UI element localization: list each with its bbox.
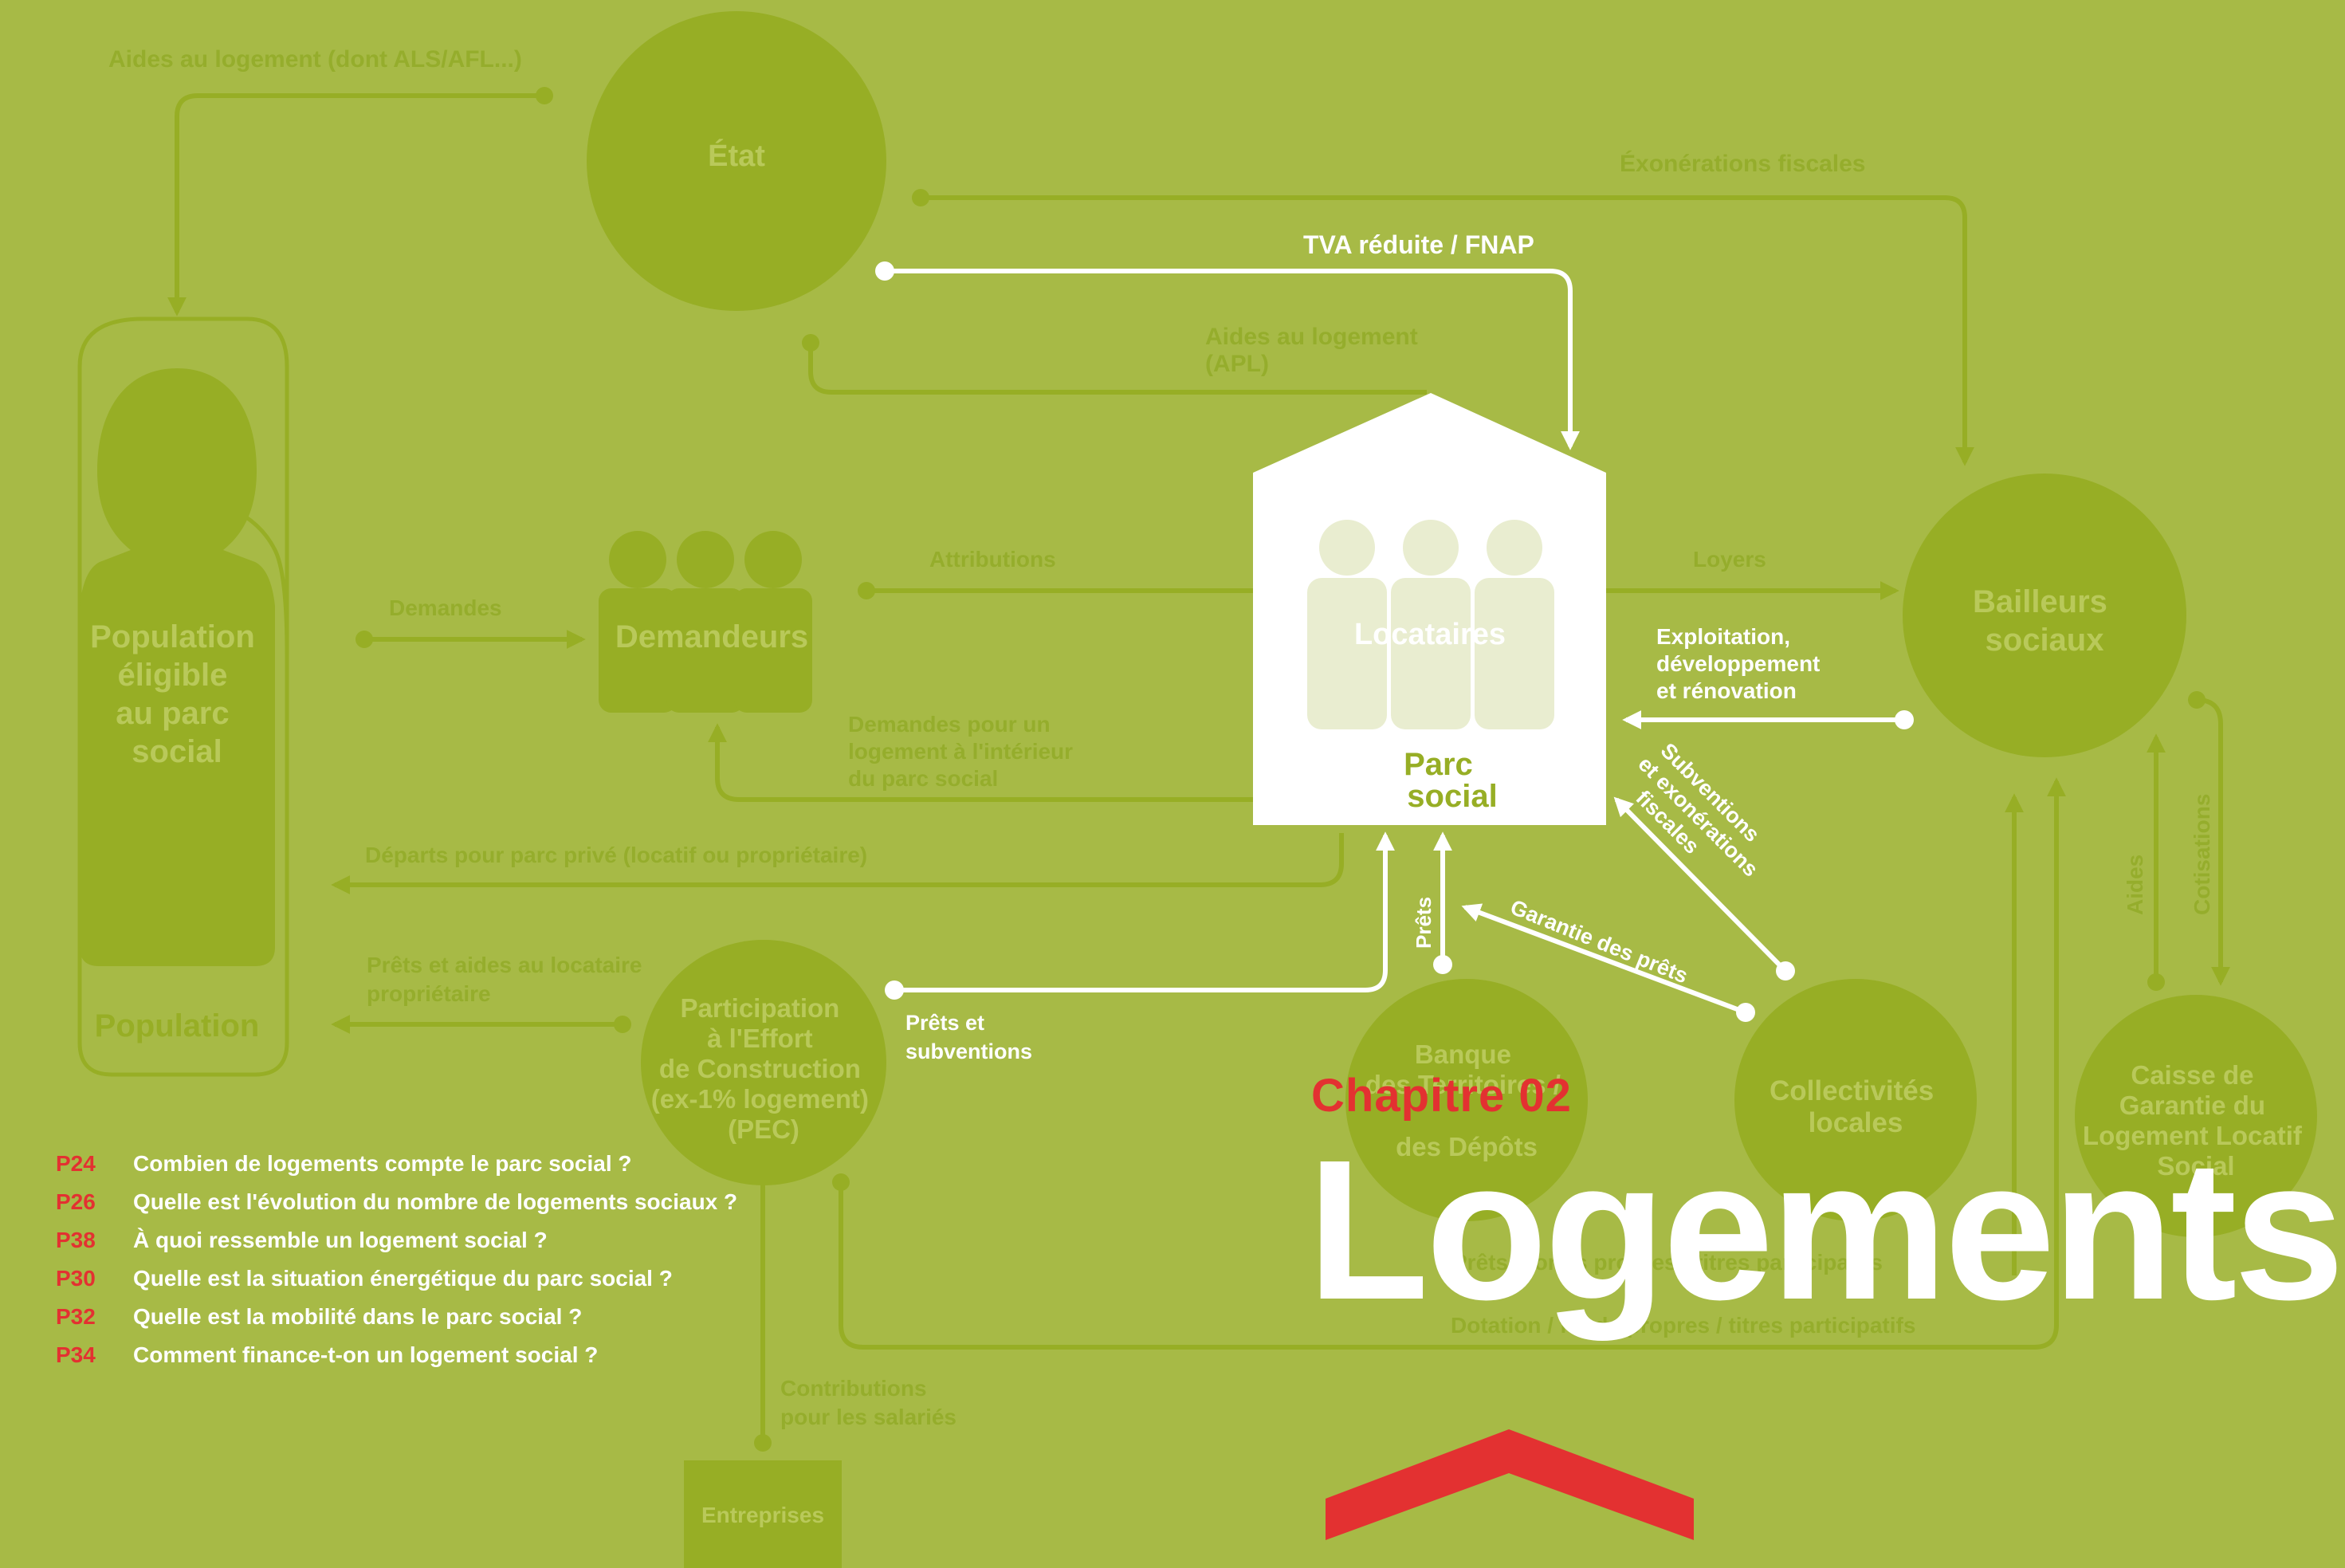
svg-text:Dotation / fonds propres / tit: Dotation / fonds propres / titres partic… <box>1451 1313 1915 1338</box>
node-demandeurs: Demandeurs <box>599 531 812 713</box>
toc-item[interactable]: P26 Quelle est l'évolution du nombre de l… <box>56 1189 737 1228</box>
node-caisse: Caisse de Garantie du Logement Locatif S… <box>2075 995 2317 1237</box>
toc-page: P32 <box>56 1304 96 1329</box>
svg-text:Aides au logement (dont ALS/AF: Aides au logement (dont ALS/AFL...) <box>108 46 522 73</box>
white-connectors <box>875 261 1914 1022</box>
svg-text:Prêts et aides au locataire: Prêts et aides au locataire propriétaire <box>367 953 648 1006</box>
svg-text:Demandeurs: Demandeurs <box>615 619 808 654</box>
population-outline <box>77 316 289 1077</box>
flow-prets-subventions-line <box>894 831 1395 992</box>
flow-tva-line <box>885 269 1580 450</box>
roof-chevron-logo <box>1326 1429 1694 1540</box>
locataires-label: Locataires <box>1354 618 1506 651</box>
locataires-figures <box>1307 520 1554 729</box>
svg-text:Départs pour parc privé (locat: Départs pour parc privé (locatif ou prop… <box>365 843 867 867</box>
svg-text:Aides au logement (APL): Aides au logement (APL) <box>1205 324 1424 377</box>
population-label: Population <box>95 1008 260 1043</box>
flow-bottom-outer-line <box>839 777 2066 1350</box>
node-entreprises: Entreprises <box>684 1460 842 1568</box>
toc-item[interactable]: P32 Quelle est la mobilité dans le parc s… <box>56 1304 737 1342</box>
toc-item[interactable]: P30 Quelle est la situation énergétique d… <box>56 1266 737 1304</box>
node-parc-social: Locataires Parc social <box>1253 393 1606 825</box>
node-collectivites: Collectivités locales <box>1734 979 1977 1221</box>
faint-connectors <box>167 87 2230 1452</box>
svg-text:Population éligible: Population éligible au parc social <box>90 619 264 769</box>
svg-text:Subventions et exonérati: Subventions et exonérations fiscales <box>1616 734 1785 904</box>
svg-text:Prêts / fonds propres / titres: Prêts / fonds propres / titres participa… <box>1452 1250 1883 1275</box>
node-banque: Banque des Territoires / des Dépôts <box>1345 979 1588 1221</box>
svg-text:TVA réduite / FNAP: TVA réduite / FNAP <box>1303 230 1534 259</box>
svg-text:Bailleurs sociaux: Bailleurs sociaux <box>1973 584 2116 658</box>
chapter-title: Logements <box>1307 1118 2344 1341</box>
toc-page: P38 <box>56 1228 96 1252</box>
svg-text:Banque des Territoires /: Banque des Territoires / des Dépôts <box>1365 1039 1568 1161</box>
svg-text:Cotisations: Cotisations <box>2190 794 2214 915</box>
svg-text:Attributions: Attributions <box>929 547 1056 572</box>
toc-question: Quelle est la mobilité dans le parc soci… <box>133 1304 583 1329</box>
flow-subventions-line <box>1613 796 1788 973</box>
svg-text:Éxonérations fiscales: Éxonérations fiscales <box>1620 150 1865 177</box>
faint-flow-labels: Aides au logement (dont ALS/AFL...) Éxon… <box>108 46 2214 1429</box>
population-eligible-silhouette <box>80 368 275 966</box>
svg-text:Participation à l'Effort: Participation à l'Effort de Construction… <box>651 993 876 1144</box>
toc-item[interactable]: P38 À quoi ressemble un logement social ? <box>56 1228 737 1266</box>
svg-text:Prêts et subventions: Prêts et subventions <box>905 1011 1032 1063</box>
toc-item[interactable]: P24 Combien de logements compte le parc s… <box>56 1151 737 1189</box>
toc-item[interactable]: P34 Comment finance-t-on un logement soci… <box>56 1342 737 1381</box>
svg-text:Exploitation, développem: Exploitation, développement et rénovatio… <box>1656 624 1826 703</box>
toc-question: Combien de logements compte le parc soci… <box>133 1151 632 1176</box>
node-population: Population éligible au parc social Popul… <box>77 316 289 1077</box>
toc-question: À quoi ressemble un logement social ? <box>133 1228 548 1252</box>
chapter-table-of-contents: P24 Combien de logements compte le parc s… <box>56 1151 737 1381</box>
node-bailleurs: Bailleurs sociaux <box>1903 474 2186 757</box>
toc-page: P26 <box>56 1189 96 1214</box>
svg-text:Loyers: Loyers <box>1693 547 1766 572</box>
flow-departs-line <box>331 833 1344 894</box>
toc-page: P34 <box>56 1342 96 1367</box>
parc-social-label: Parc social <box>1404 747 1498 814</box>
chapter-number: Chapitre 02 <box>1311 1070 1572 1122</box>
svg-text:Entreprises: Entreprises <box>701 1503 824 1527</box>
svg-text:État: État <box>708 138 765 173</box>
toc-question: Quelle est la situation énergétique du p… <box>133 1266 673 1291</box>
node-etat: État <box>587 11 886 311</box>
toc-page: P24 <box>56 1151 96 1176</box>
svg-text:Contributions pour les s: Contributions pour les salariés <box>780 1376 956 1429</box>
svg-text:Aides: Aides <box>2123 855 2147 915</box>
flow-garantie-line <box>1461 903 1747 1015</box>
flow-apl-line <box>808 343 1427 395</box>
toc-question: Comment finance-t-on un logement social … <box>133 1342 599 1367</box>
svg-text:Demandes: Demandes <box>389 595 502 620</box>
toc-page: P30 <box>56 1266 96 1291</box>
svg-text:Prêts: Prêts <box>1412 897 1436 949</box>
flow-exonerations-line <box>921 195 1974 466</box>
flow-demandes-interieur-line <box>708 723 1253 802</box>
svg-text:Garantie des prêts: Garantie des prêts <box>1507 895 1691 988</box>
node-pec: Participation à l'Effort de Construction… <box>641 940 886 1185</box>
toc-question: Quelle est l'évolution du nombre de loge… <box>133 1189 738 1214</box>
svg-text:Collectivités locales: Collectivités locales <box>1770 1075 1942 1138</box>
flow-aides-als-line <box>167 93 544 316</box>
svg-text:Caisse de Garantie du: Caisse de Garantie du Logement Locatif S… <box>2083 1060 2309 1181</box>
svg-text:Demandes pour un logemen: Demandes pour un logement à l'intérieur … <box>848 712 1079 791</box>
